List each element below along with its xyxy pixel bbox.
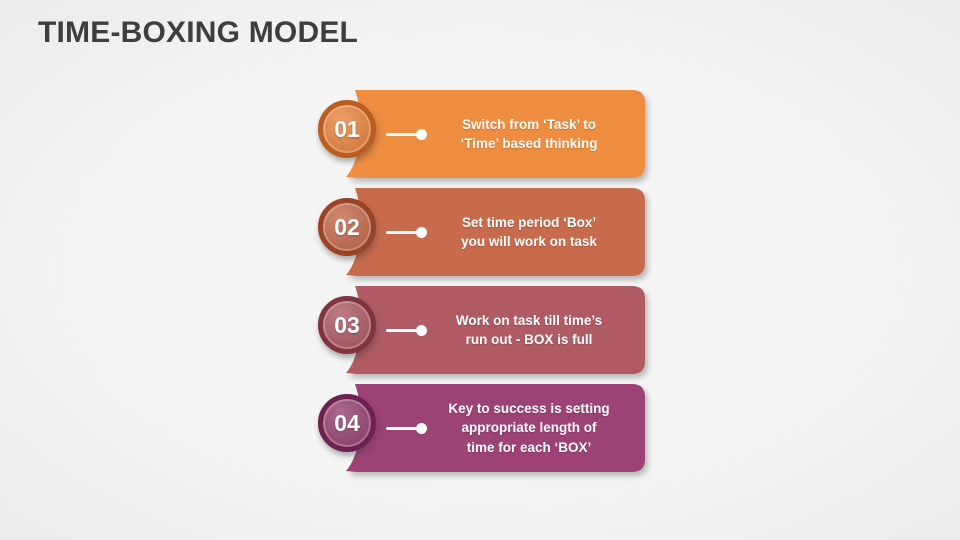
connector-line bbox=[386, 426, 419, 430]
connector-line bbox=[386, 328, 419, 332]
step-text-line: ‘Time’ based thinking bbox=[460, 136, 598, 151]
step-row-1: Switch from ‘Task’ to ‘Time’ based think… bbox=[318, 90, 646, 178]
banner-shape bbox=[346, 188, 645, 276]
step-text-line: run out - BOX is full bbox=[465, 332, 593, 347]
step-text-line: Switch from ‘Task’ to bbox=[461, 116, 597, 132]
step-text-line: time for each ‘BOX’ bbox=[466, 439, 592, 455]
step-number: 04 bbox=[334, 409, 360, 436]
step-text: Switch from ‘Task’ to ‘Time’ based think… bbox=[430, 90, 628, 178]
step-row-3: Work on task till time’s run out - BOX i… bbox=[318, 286, 646, 374]
step-text: Work on task till time’s run out - BOX i… bbox=[430, 286, 628, 374]
connector-line bbox=[386, 230, 419, 234]
step-text-line: Set time period ‘Box’ bbox=[461, 214, 597, 230]
step-text: Set time period ‘Box’ you will work on t… bbox=[430, 188, 628, 276]
connector-dot-icon bbox=[416, 324, 427, 336]
connector-dot-icon bbox=[416, 422, 427, 434]
banner-shape bbox=[346, 90, 645, 178]
step-number-circle: 01 bbox=[318, 100, 376, 158]
step-number: 03 bbox=[334, 311, 360, 338]
step-text: Key to success is setting appropriate le… bbox=[430, 384, 628, 472]
step-number-circle: 02 bbox=[318, 198, 376, 256]
connector-dot-icon bbox=[416, 128, 427, 140]
page-title: TIME-BOXING MODEL bbox=[38, 16, 359, 49]
banner-shape bbox=[346, 384, 645, 472]
step-text-line: Key to success is setting bbox=[448, 400, 610, 416]
step-row-4: Key to success is setting appropriate le… bbox=[318, 384, 646, 472]
step-text-line: appropriate length of bbox=[461, 420, 597, 436]
steps-list: Switch from ‘Task’ to ‘Time’ based think… bbox=[318, 90, 646, 472]
step-number: 01 bbox=[334, 115, 360, 142]
step-text-line: Work on task till time’s bbox=[455, 312, 603, 328]
step-number: 02 bbox=[334, 213, 360, 240]
connector-dot-icon bbox=[416, 226, 427, 238]
step-text-line: you will work on task bbox=[461, 234, 597, 249]
step-row-2: Set time period ‘Box’ you will work on t… bbox=[318, 188, 646, 276]
step-number-circle: 04 bbox=[318, 394, 376, 452]
step-number-circle: 03 bbox=[318, 296, 376, 354]
connector-line bbox=[386, 132, 419, 136]
banner-shape bbox=[346, 286, 645, 374]
